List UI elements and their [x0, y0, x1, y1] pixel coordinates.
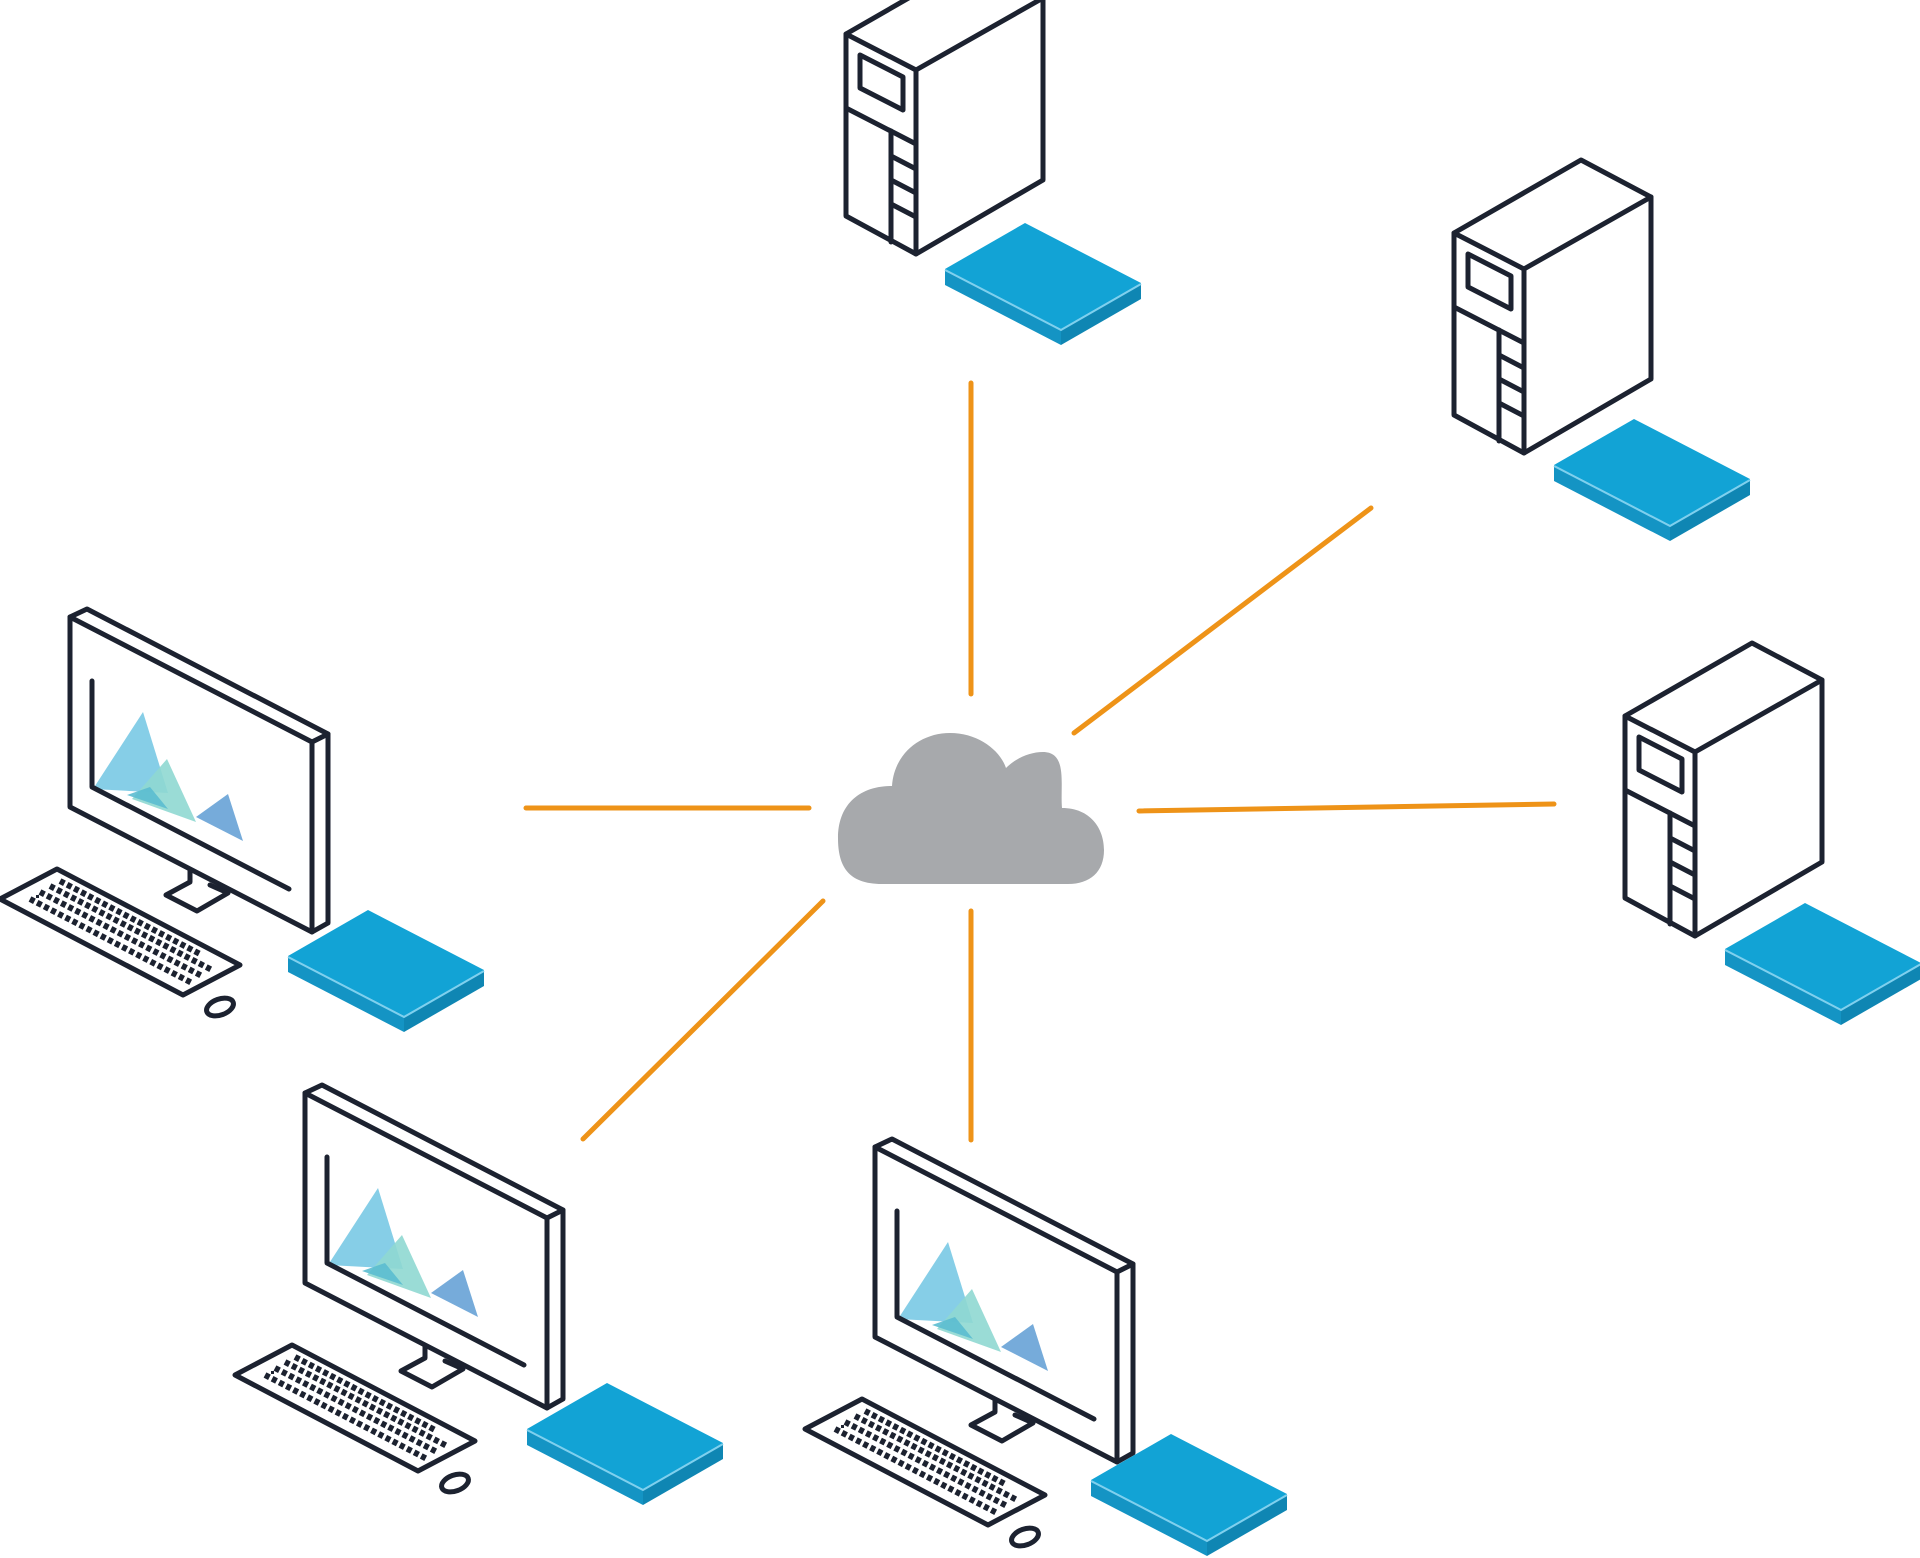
- link-right: [1136, 801, 1557, 814]
- server-top: [846, 0, 1142, 346]
- server-right: [1625, 643, 1920, 1026]
- network-device-icon: [1553, 418, 1751, 542]
- network-links: [523, 380, 1557, 1143]
- server-upper-right: [1454, 160, 1751, 542]
- link-lower-left: [580, 898, 826, 1142]
- desktop-monitor-icon: [0, 609, 328, 1019]
- workstation-lower-left: [235, 1085, 724, 1506]
- network-device-icon: [1724, 902, 1920, 1026]
- cloud-icon: [838, 733, 1104, 884]
- network-device-icon: [944, 222, 1142, 346]
- server-tower-icon: [846, 0, 1043, 254]
- desktop-monitor-icon: [805, 1139, 1133, 1549]
- desktop-monitor-icon: [235, 1085, 563, 1495]
- workstation-left: [0, 609, 485, 1033]
- server-tower-icon: [1454, 160, 1651, 453]
- link-upper-right: [1071, 505, 1374, 736]
- server-tower-icon: [1625, 643, 1822, 936]
- workstation-bottom: [805, 1139, 1288, 1557]
